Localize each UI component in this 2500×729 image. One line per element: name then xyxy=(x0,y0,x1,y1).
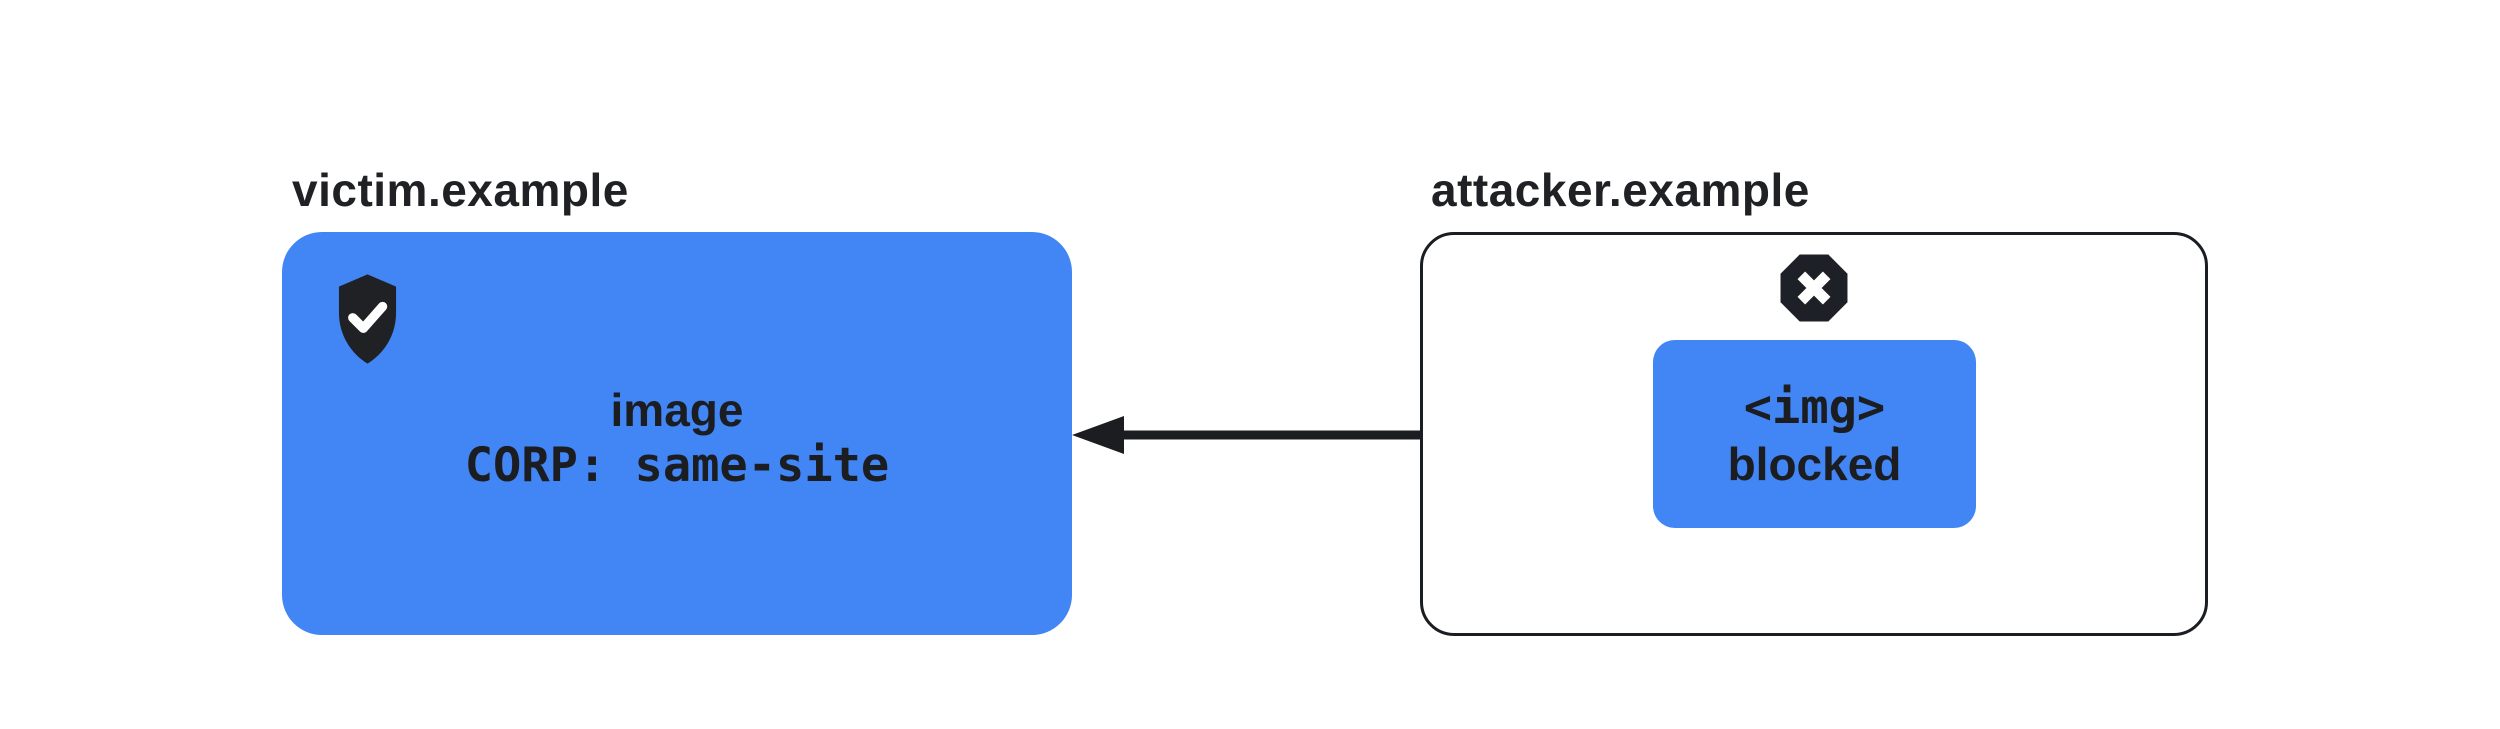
shield-check-icon xyxy=(338,274,397,364)
blocked-x-octagon-icon xyxy=(1780,254,1848,322)
attacker-site-box: <img> blocked xyxy=(1420,232,2208,636)
img-tag-label: <img> xyxy=(1743,380,1886,435)
victim-corp-header: CORP: same-site xyxy=(464,437,890,493)
victim-site-label: victim.example xyxy=(292,164,629,216)
victim-site-box: image CORP: same-site xyxy=(282,232,1072,635)
victim-resource-label: image xyxy=(610,383,744,436)
blocked-request-arrow xyxy=(1072,416,1653,454)
attacker-site-label: attacker.example xyxy=(1431,164,1810,216)
blocked-request-box: <img> blocked xyxy=(1653,340,1976,528)
blocked-status-label: blocked xyxy=(1727,438,1902,490)
